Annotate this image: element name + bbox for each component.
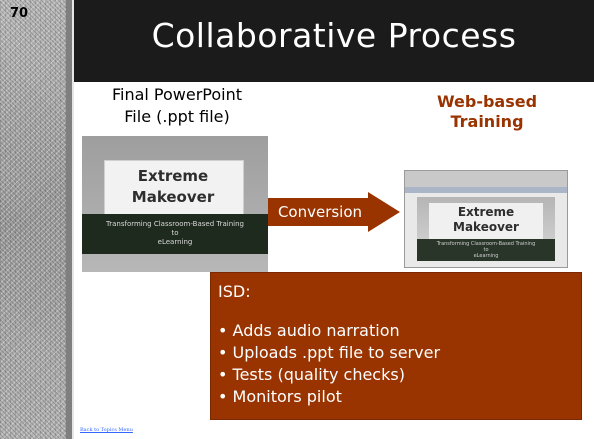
isd-task-item: Tests (quality checks) <box>218 364 440 386</box>
ppt-file-label-line-1: Final PowerPoint <box>111 85 243 104</box>
thumbnail-subtitle-band <box>82 214 268 254</box>
web-training-label-line-2: Training <box>450 112 524 131</box>
slide-number: 70 <box>10 6 29 21</box>
thumbnail-title: Extreme Makeover <box>104 166 242 208</box>
sidebar-divider <box>66 0 72 439</box>
thumbnail-subtitle-line-3: eLearning <box>157 238 193 246</box>
thumbnail-title-line-1: Extreme <box>137 167 209 185</box>
thumbnail-title-panel <box>104 160 244 222</box>
slide-title: Collaborative Process <box>151 16 517 55</box>
thumbnail-subtitle: Transforming Classroom-Based Training to… <box>88 220 262 247</box>
web-training-label: Web-based Training <box>408 92 566 132</box>
ppt-thumbnail-image: Extreme Makeover Transforming Classroom-… <box>82 136 268 272</box>
web-thumbnail-title-line-2: Makeover <box>453 220 519 234</box>
isd-title: ISD: <box>218 282 251 301</box>
web-training-thumbnail-image: Extreme Makeover Transforming Classroom-… <box>404 170 568 268</box>
title-bar <box>74 0 594 82</box>
web-thumbnail-subtitle-band <box>417 239 555 261</box>
isd-task-list: Adds audio narration Uploads .ppt file t… <box>218 320 441 408</box>
web-thumbnail-subtitle-line-2: to <box>483 247 489 253</box>
sidebar-divider-highlight <box>72 0 74 439</box>
ppt-file-label-line-2: File (.ppt file) <box>124 107 230 126</box>
browser-address-bar <box>405 187 567 193</box>
thumbnail-title-line-2: Makeover <box>131 188 215 206</box>
ppt-file-label: Final PowerPoint File (.ppt file) <box>82 84 272 128</box>
browser-toolbar <box>405 171 567 187</box>
web-thumbnail-title-panel <box>429 203 543 239</box>
textured-sidebar <box>0 0 66 439</box>
web-thumbnail-title: Extreme Makeover <box>429 205 543 235</box>
conversion-label: Conversion <box>277 203 363 221</box>
conversion-arrow <box>268 192 400 232</box>
isd-task-item: Adds audio narration <box>218 320 440 342</box>
web-thumbnail-subtitle: Transforming Classroom-Based Training to… <box>419 241 553 259</box>
web-training-label-line-1: Web-based <box>436 92 538 111</box>
isd-task-item: Uploads .ppt file to server <box>218 342 441 364</box>
web-thumbnail-title-line-1: Extreme <box>457 205 515 219</box>
web-thumbnail-subtitle-line-1: Transforming Classroom-Based Training <box>436 241 536 247</box>
web-thumbnail-subtitle-line-3: eLearning <box>473 253 499 259</box>
isd-task-item: Monitors pilot <box>218 386 440 408</box>
thumbnail-subtitle-line-1: Transforming Classroom-Based Training <box>105 220 244 228</box>
thumbnail-subtitle-line-2: to <box>171 229 179 237</box>
back-to-topics-link[interactable]: Back to Topics Menu <box>80 427 133 433</box>
